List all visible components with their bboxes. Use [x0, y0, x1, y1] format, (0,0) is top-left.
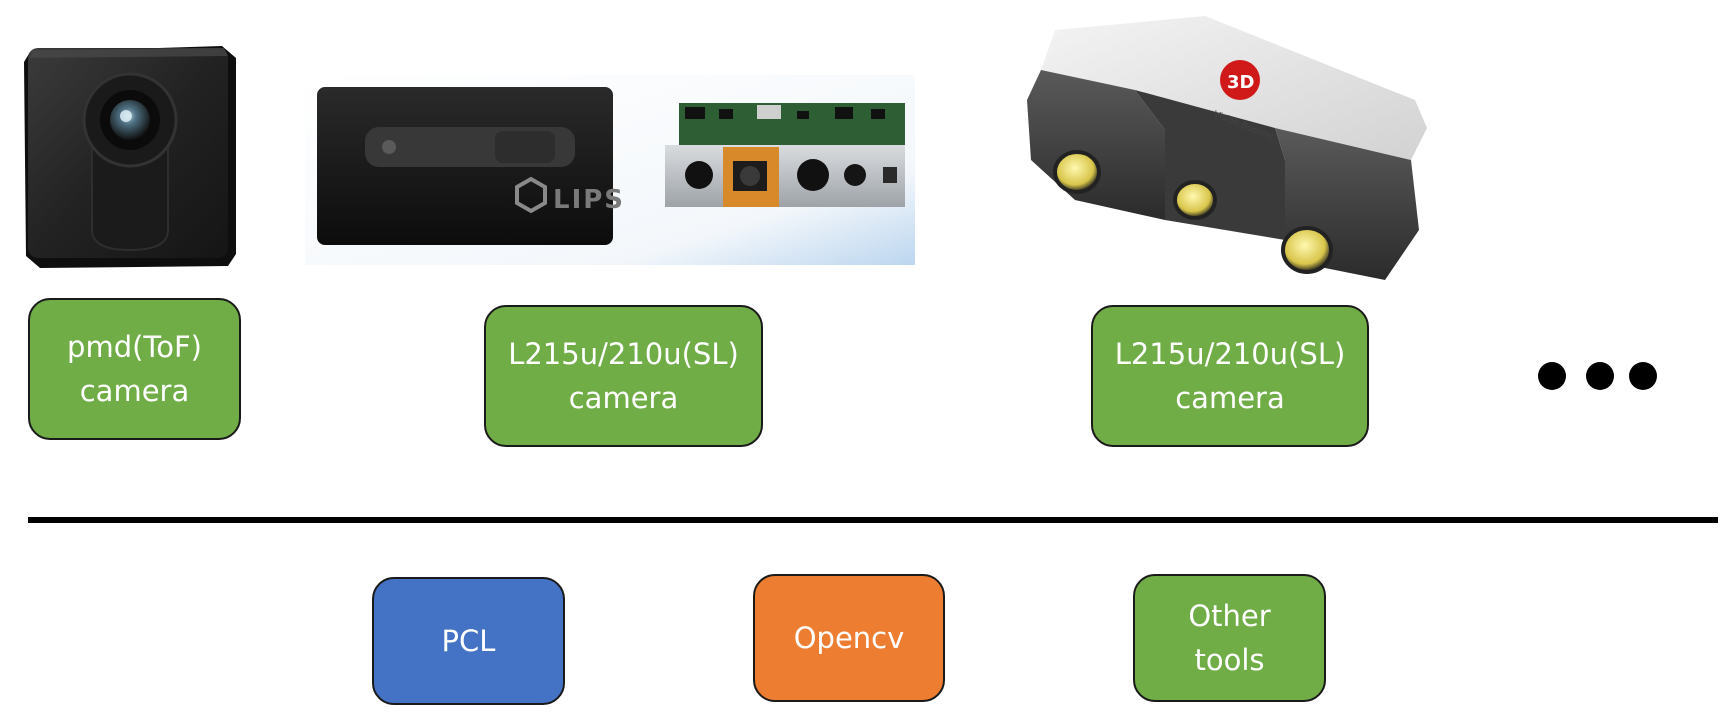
ellipsis-dot — [1629, 362, 1657, 390]
pmd-camera-image — [24, 46, 236, 268]
layer-separator-line — [28, 517, 1718, 523]
box-label-line1: L215u/210u(SL) — [1114, 337, 1346, 371]
3d-logo-icon: 3D — [1220, 60, 1260, 100]
lips-logo-icon: LIPS — [515, 176, 625, 215]
other-tools-box: Other tools — [1133, 574, 1326, 702]
ellipsis-dot — [1538, 362, 1566, 390]
pmd-tof-camera-box: pmd(ToF) camera — [28, 298, 241, 440]
svg-text:LIPS: LIPS — [553, 185, 625, 215]
ellipsis-dot — [1586, 362, 1614, 390]
lips-camera-image: LIPS — [305, 75, 915, 265]
pcl-box: PCL — [372, 577, 565, 705]
box-label-line1: PCL — [441, 624, 496, 658]
box-label-line2: tools — [1194, 643, 1265, 677]
box-label-line2: camera — [79, 374, 190, 408]
l215u-sl-camera-box-2: L215u/210u(SL) camera — [1091, 305, 1369, 447]
box-label-line2: camera — [1175, 381, 1285, 415]
svg-text:3D: 3D — [1227, 72, 1254, 93]
box-label-line1: Opencv — [793, 621, 905, 655]
l215u-sl-camera-box: L215u/210u(SL) camera — [484, 305, 763, 447]
opencv-box: Opencv — [753, 574, 945, 702]
box-label-line1: Other — [1188, 599, 1271, 633]
box-label-line1: pmd(ToF) — [67, 330, 202, 364]
vision-booster-camera-image: 3D Vision Booster — [1015, 10, 1445, 300]
box-label-line2: camera — [568, 381, 679, 415]
box-label-line1: L215u/210u(SL) — [508, 337, 739, 371]
